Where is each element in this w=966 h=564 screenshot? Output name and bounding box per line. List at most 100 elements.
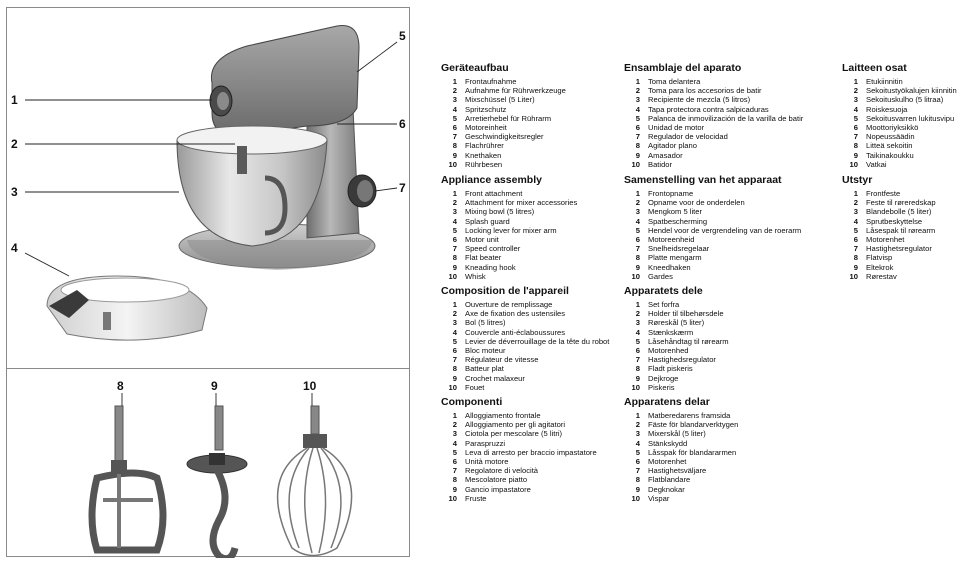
kneading-hook <box>186 405 248 558</box>
callout-6: 6 <box>399 117 406 131</box>
callout-4: 4 <box>11 241 18 255</box>
mixer-illustration <box>24 24 398 558</box>
whisk <box>276 405 353 557</box>
section-title: Apparatets dele <box>624 285 703 297</box>
flat-beater <box>88 405 167 554</box>
speed-controller-knob <box>347 174 377 208</box>
section-title: Samenstelling van het apparaat <box>624 174 782 186</box>
callout-10: 10 <box>303 379 317 393</box>
section-title: Apparatens delar <box>624 396 710 408</box>
section-title: Appliance assembly <box>441 174 542 186</box>
section-title: Composition de l'appareil <box>441 285 569 297</box>
section-title: Componenti <box>441 396 503 408</box>
section-title: Laitteen osat <box>842 62 907 74</box>
callout-5: 5 <box>399 29 406 43</box>
callout-3: 3 <box>11 185 18 199</box>
illustration-panel: 1 2 3 4 5 6 7 8 9 10 <box>6 7 410 558</box>
callout-7: 7 <box>399 181 406 195</box>
callout-2: 2 <box>11 137 18 151</box>
callout-9: 9 <box>211 379 218 393</box>
section-title: Geräteaufbau <box>441 62 509 74</box>
section-title: Ensamblaje del aparato <box>624 62 742 74</box>
mixing-bowl <box>176 125 328 247</box>
section-title: Utstyr <box>842 174 873 186</box>
